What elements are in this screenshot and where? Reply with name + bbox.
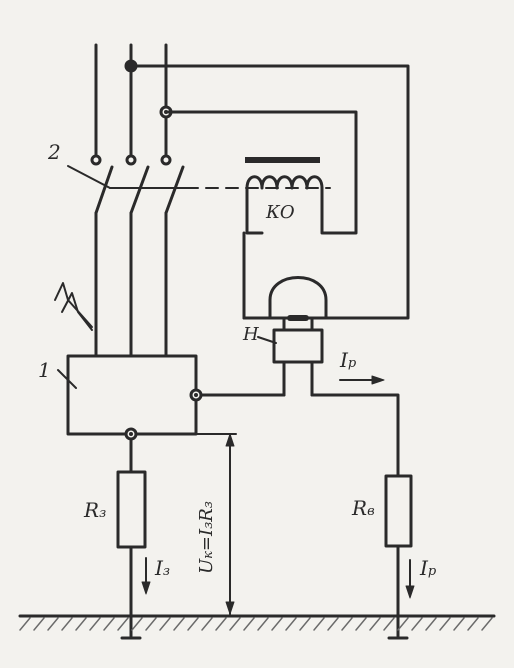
fault-lightning-2	[61, 292, 93, 331]
label-relay-coil: КО	[266, 202, 295, 223]
switch-blade-a	[94, 165, 114, 215]
control-wire-outer	[129, 64, 410, 320]
ground-hatching	[19, 617, 493, 631]
label-body-resistor: Rв	[352, 496, 375, 520]
label-lamp: Н	[243, 324, 259, 345]
label-body-current-top: Iр	[340, 348, 357, 372]
label-switch: 2	[48, 140, 61, 164]
ground-resistor	[116, 470, 147, 549]
lamp-base	[272, 328, 324, 364]
label-2-leader	[67, 165, 111, 189]
relay-armature	[245, 157, 320, 163]
body-resistor	[384, 474, 413, 548]
label-equipment: 1	[38, 358, 51, 382]
fault-lightning-1	[54, 282, 93, 328]
control-wire-inner	[164, 110, 358, 235]
label-touch-voltage: Uк=IзRз	[196, 501, 217, 574]
label-fault-current: Iз	[155, 556, 170, 580]
label-1-leader	[57, 369, 77, 389]
switch-contact-a	[90, 154, 102, 166]
label-ground-resistor: Rз	[84, 498, 107, 522]
label-body-current-bottom: Iр	[420, 556, 437, 580]
equipment-housing	[66, 354, 198, 436]
lamp-bulb	[268, 276, 328, 320]
relay-coil	[245, 175, 324, 190]
switch-blade-c	[164, 165, 185, 215]
switch-contact-c	[160, 154, 172, 166]
lamp-label-leader	[257, 336, 277, 344]
switch-contact-b	[125, 154, 137, 166]
switch-blade-b	[129, 165, 150, 215]
